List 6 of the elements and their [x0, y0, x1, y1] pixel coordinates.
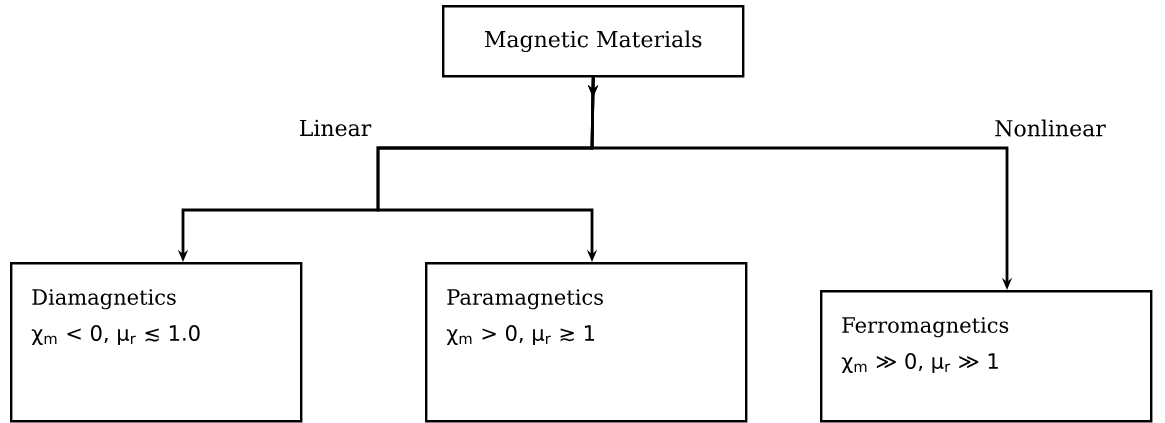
edge-label: Linear: [296, 117, 374, 139]
edge-label: Nonlinear: [992, 117, 1108, 139]
root-box: Magnetic Materials: [442, 5, 745, 78]
category-box: Paramagnetics χ$_{m}$ > 0, μ$_{r}$ ≳ 1: [425, 262, 748, 423]
category-box: Ferromagnetics χ$_{m}$ ≫ 0, μ$_{r}$ ≫ 1: [820, 290, 1153, 423]
category-box: Diamagnetics χ$_{m}$ < 0, μ$_{r}$ ≲ 1.0: [10, 262, 303, 423]
